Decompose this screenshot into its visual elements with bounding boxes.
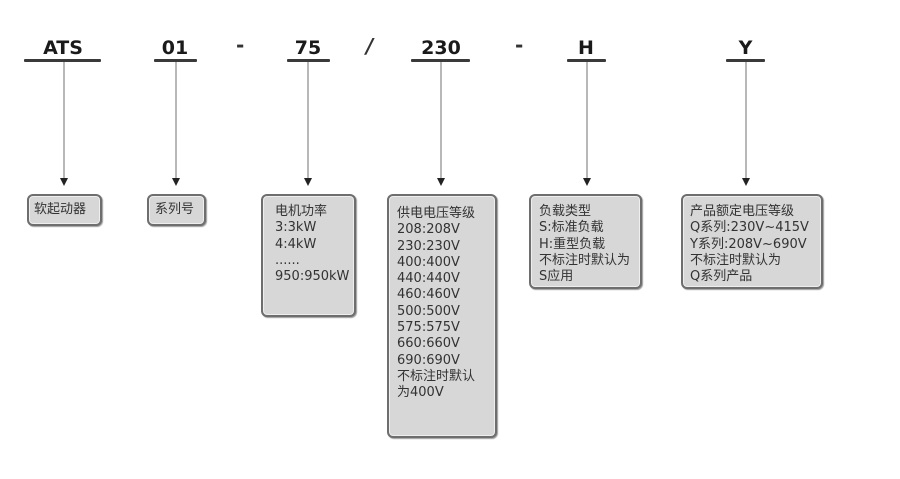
code-underline	[411, 59, 470, 62]
connector-line	[175, 62, 177, 178]
code-ats: ATS	[43, 37, 83, 59]
description-line: H:重型负载	[539, 236, 606, 252]
code-underline	[726, 59, 765, 62]
description-line: S应用	[539, 269, 574, 285]
code-supply-voltage: 230	[421, 37, 461, 59]
description-line: 不标注时默认为	[539, 252, 631, 268]
description-line: 不标注时默认为	[690, 252, 782, 268]
description-line: 460:460V	[397, 287, 460, 303]
description-box-supply-voltage: 供电电压等级 208:208V 230:230V 400:400V 440:44…	[387, 194, 497, 438]
description-line: 负载类型	[539, 204, 592, 219]
description-line: 690:690V	[397, 352, 460, 368]
description-line: Q系列:230V~415V	[690, 220, 809, 236]
separator-dash: -	[515, 33, 524, 57]
connector-line	[745, 62, 747, 178]
description-line: Y系列:208V~690V	[690, 236, 807, 252]
arrow-down-icon	[742, 178, 750, 186]
arrow-down-icon	[172, 178, 180, 186]
code-power: 75	[294, 37, 322, 59]
arrow-down-icon	[437, 178, 445, 186]
description-box-starter: 软起动器	[27, 194, 102, 226]
arrow-down-icon	[583, 178, 591, 186]
description-box-rated-voltage: 产品额定电压等级 Q系列:230V~415V Y系列:208V~690V 不标注…	[681, 194, 823, 289]
description-line: 软起动器	[34, 202, 87, 217]
description-line: 为400V	[397, 385, 444, 401]
code-rated-voltage: Y	[738, 37, 753, 59]
description-line: Q系列产品	[690, 269, 753, 285]
description-box-power: 电机功率 3:3kW 4:4kW ...... 950:950kW	[261, 194, 356, 317]
description-line: 4:4kW	[275, 236, 317, 252]
code-series: 01	[161, 37, 189, 59]
description-line: 产品额定电压等级	[690, 204, 795, 219]
description-line: 230:230V	[397, 238, 460, 254]
description-line: 575:575V	[397, 320, 460, 336]
description-line: ......	[275, 252, 300, 268]
connector-line	[307, 62, 309, 178]
description-line: 不标注时默认	[397, 368, 476, 384]
code-load-type: H	[578, 37, 594, 59]
description-line: 500:500V	[397, 303, 460, 319]
description-line: 供电电压等级	[397, 206, 476, 221]
description-line: 3:3kW	[275, 220, 317, 236]
description-box-series: 系列号	[147, 194, 206, 226]
separator-dash: -	[236, 33, 245, 57]
description-line: 208:208V	[397, 222, 460, 238]
code-underline	[154, 59, 197, 62]
connector-line	[440, 62, 442, 178]
description-line: S:标准负载	[539, 220, 604, 236]
code-underline	[287, 59, 330, 62]
description-line: 电机功率	[275, 204, 328, 219]
description-line: 660:660V	[397, 336, 460, 352]
description-line: 400:400V	[397, 254, 460, 270]
arrow-down-icon	[304, 178, 312, 186]
description-line: 950:950kW	[275, 269, 350, 285]
connector-line	[586, 62, 588, 178]
description-box-load-type: 负载类型 S:标准负载 H:重型负载 不标注时默认为 S应用	[529, 194, 642, 289]
description-line: 系列号	[155, 202, 195, 217]
connector-line	[63, 62, 65, 178]
description-line: 440:440V	[397, 271, 460, 287]
code-underline	[567, 59, 606, 62]
arrow-down-icon	[60, 178, 68, 186]
code-underline	[24, 59, 101, 62]
separator-slash: /	[366, 34, 374, 58]
